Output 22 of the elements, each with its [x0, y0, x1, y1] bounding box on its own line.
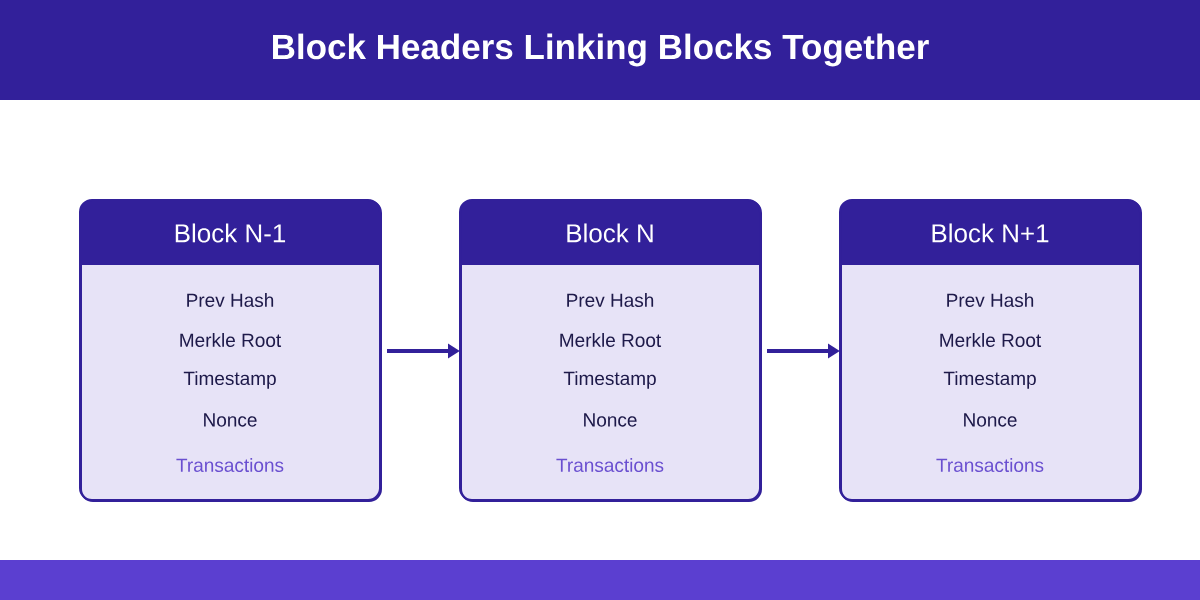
transactions-label: Transactions [176, 458, 284, 472]
field-label: Merkle Root [940, 333, 1042, 347]
block-title: Block N [567, 223, 653, 243]
field-label: Merkle Root [180, 333, 282, 347]
block-card [459, 199, 762, 502]
block-title: Block N+1 [932, 223, 1049, 243]
field-label: Nonce [584, 413, 637, 427]
title: Block Headers Linking Blocks Together [273, 33, 929, 67]
field-label: Prev Hash [567, 293, 654, 307]
block-title: Block N-1 [175, 223, 286, 243]
field-label: Prev Hash [187, 293, 274, 307]
field-label: Prev Hash [947, 293, 1034, 307]
field-label: Nonce [204, 413, 257, 427]
field-label: Nonce [964, 413, 1017, 427]
field-label: Timestamp [183, 371, 276, 389]
field-label: Timestamp [943, 371, 1036, 389]
field-label: Merkle Root [560, 333, 662, 347]
block-card [839, 199, 1142, 502]
transactions-label: Transactions [936, 458, 1044, 472]
block-card [79, 199, 382, 502]
field-label: Timestamp [563, 371, 656, 389]
transactions-label: Transactions [556, 458, 664, 472]
